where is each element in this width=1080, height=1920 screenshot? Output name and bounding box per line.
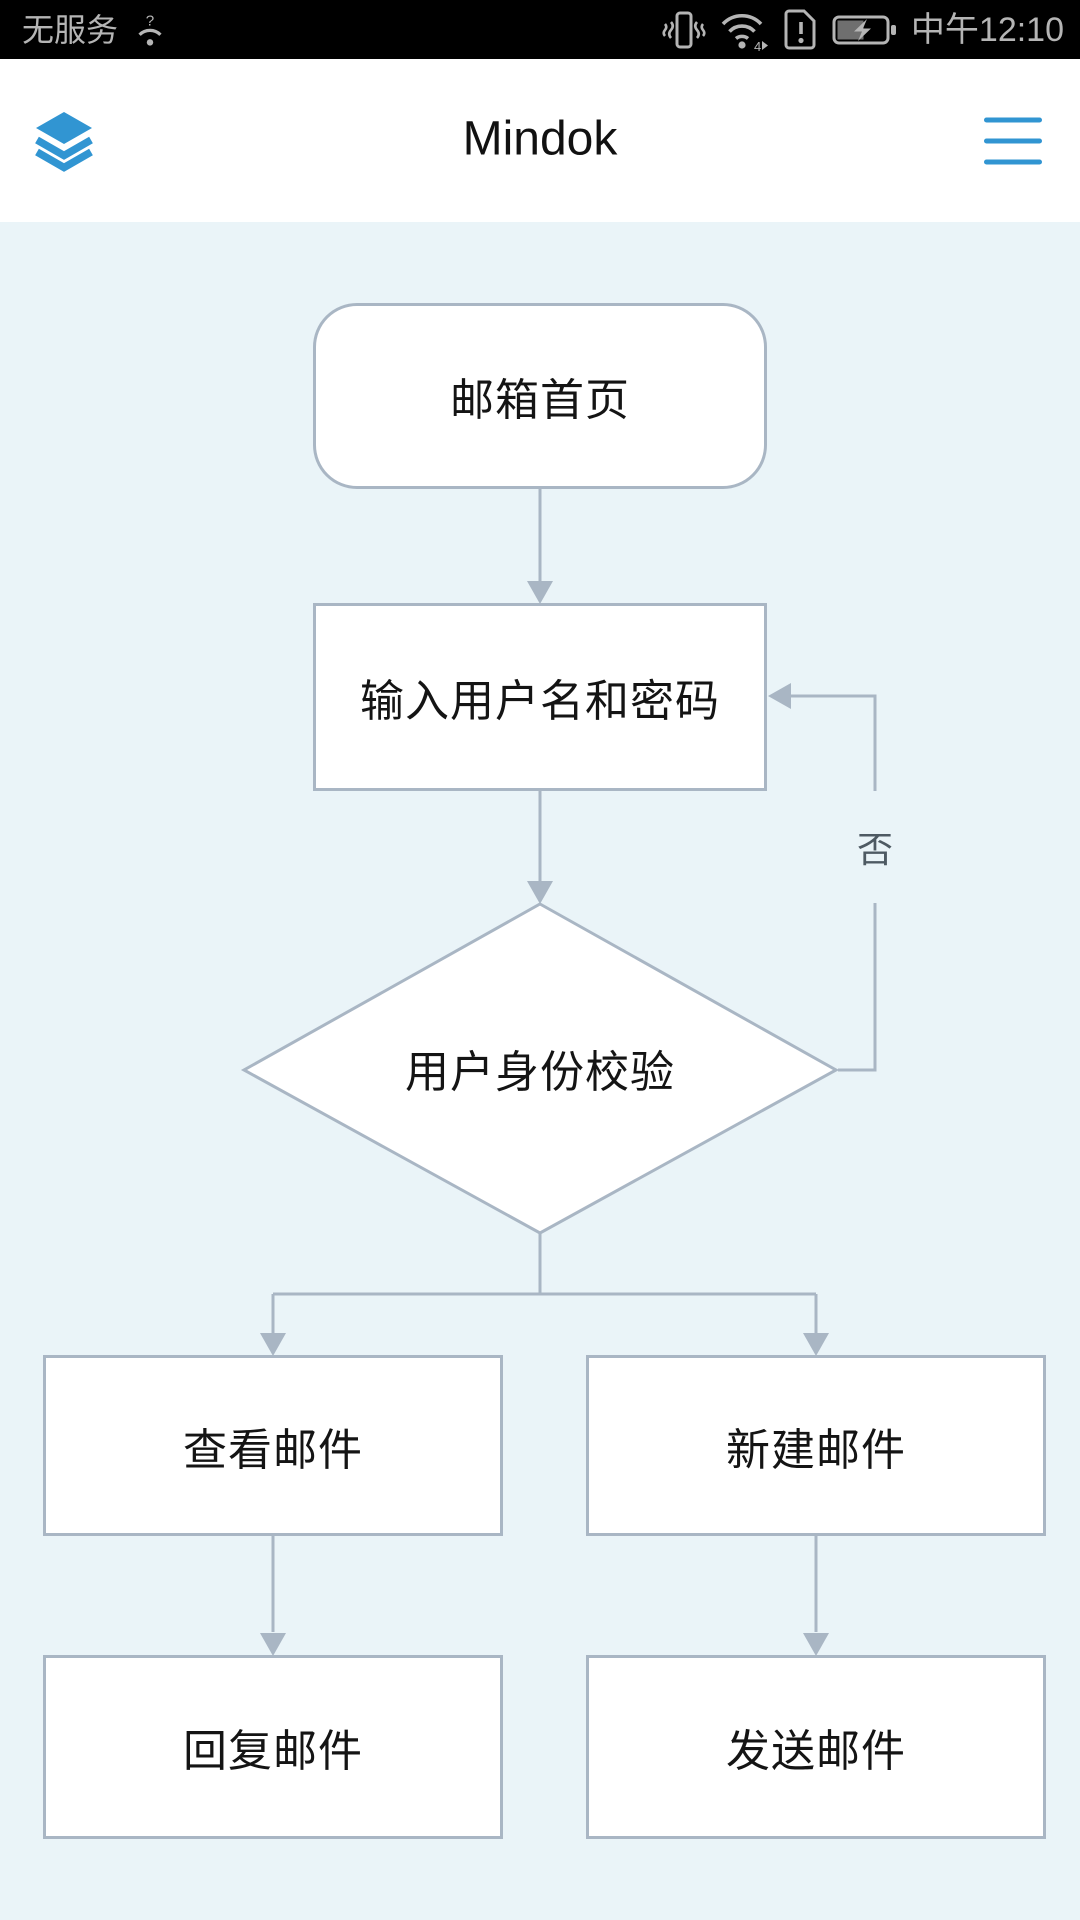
node-reply[interactable]: 回复邮件 — [43, 1655, 503, 1839]
node-reply-label: 回复邮件 — [183, 1727, 363, 1776]
status-bar: 无服务 ? 4 — [0, 0, 1080, 59]
node-verify-shape[interactable] — [240, 902, 840, 1235]
node-create[interactable]: 新建邮件 — [586, 1355, 1046, 1536]
node-start-label: 邮箱首页 — [450, 376, 630, 425]
edge-label-no: 否 — [846, 791, 904, 903]
layers-icon[interactable] — [32, 110, 96, 172]
node-view[interactable]: 查看邮件 — [43, 1355, 503, 1536]
node-verify-label: 用户身份校验 — [405, 1048, 675, 1097]
arrowhead-into-input — [527, 581, 553, 604]
arrowhead-into-send — [803, 1633, 829, 1656]
app-header: Mindok — [0, 59, 1080, 222]
sim-alert-icon — [784, 9, 816, 49]
arrowhead-no-into-input — [768, 683, 791, 709]
page-title: Mindok — [462, 111, 618, 165]
svg-text:4: 4 — [754, 39, 761, 52]
node-create-label: 新建邮件 — [726, 1425, 906, 1475]
edge-verify-branches — [271, 1233, 818, 1333]
node-view-label: 查看邮件 — [183, 1425, 363, 1475]
arrowhead-into-verify — [527, 881, 553, 904]
node-input-label: 输入用户名和密码 — [360, 677, 720, 726]
carrier-status-text: 无服务 — [22, 11, 119, 48]
node-send[interactable]: 发送邮件 — [586, 1655, 1046, 1839]
battery-charging-icon — [832, 15, 896, 44]
hamburger-menu-icon[interactable] — [984, 117, 1042, 164]
arrowhead-into-reply — [260, 1633, 286, 1656]
node-start[interactable]: 邮箱首页 — [313, 303, 767, 489]
arrowhead-into-create — [803, 1333, 829, 1356]
vibrate-icon — [662, 11, 706, 48]
wifi-icon: 4 — [721, 13, 768, 52]
status-time: 中午12:10 — [910, 10, 1064, 49]
node-verify[interactable]: 用户身份校验 — [330, 1040, 750, 1097]
node-send-label: 发送邮件 — [726, 1727, 906, 1776]
arrowhead-into-view — [260, 1333, 286, 1356]
node-input[interactable]: 输入用户名和密码 — [313, 603, 767, 791]
svg-text:?: ? — [146, 12, 154, 29]
wifi-question-icon: ? — [138, 12, 162, 46]
